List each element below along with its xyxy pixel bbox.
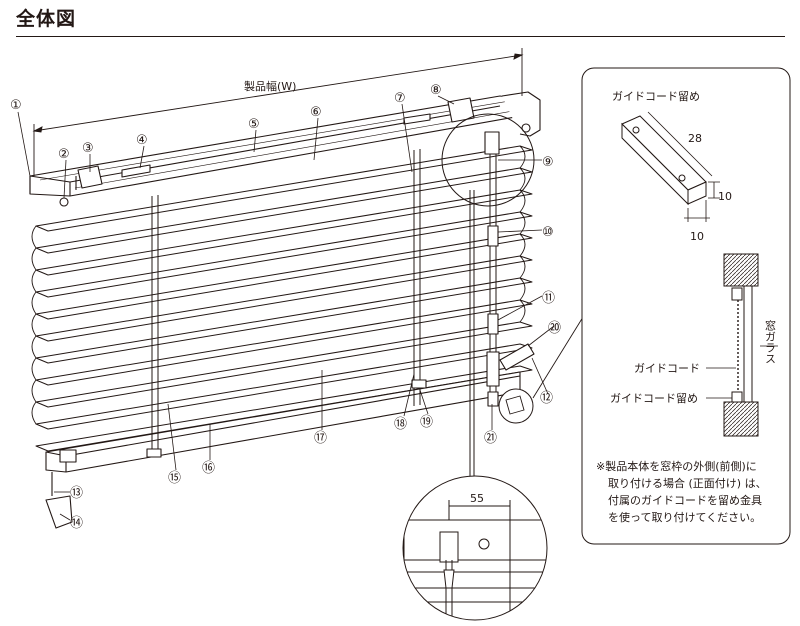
- inset-panel: ガイドコード留め 28 10 10 窓ガラス ガイドコード ガイドコード留め: [581, 67, 791, 545]
- callout-4: ④: [136, 133, 148, 148]
- callout-12: ⑫: [540, 391, 553, 406]
- callout-19: ⑲: [420, 415, 433, 430]
- callout-20: ⑳: [548, 321, 561, 336]
- callout-labels: ① ② ③ ④ ⑤ ⑥ ⑦ ⑧ ⑨ ⑩ ⑪ ⑫ ⑬ ⑭ ⑮ ⑯ ⑰ ⑱ ⑲ ⑳ …: [10, 83, 561, 531]
- callout-14: ⑭: [70, 516, 83, 531]
- clip-height: 10: [718, 190, 732, 203]
- callout-3: ③: [82, 141, 94, 156]
- detail-dimension: 55: [470, 492, 484, 505]
- width-dimension: [32, 48, 524, 176]
- note-line-3: 付属のガイドコードを留め金具: [608, 494, 762, 507]
- blind-main: [29, 91, 541, 610]
- callout-8: ⑧: [430, 83, 442, 98]
- window-section: [706, 253, 778, 437]
- callout-6: ⑥: [310, 105, 322, 120]
- callout-18: ⑱: [394, 417, 407, 432]
- callout-15: ⑮: [168, 471, 181, 486]
- note-line-2: 取り付ける場合 (正面付け) は、: [608, 477, 767, 490]
- slats: [35, 145, 533, 452]
- width-label: 製品幅(W): [244, 79, 296, 93]
- callout-13: ⑬: [70, 486, 83, 501]
- clip-width: 10: [690, 230, 704, 243]
- guide-cord-clip-label: ガイドコード留め: [610, 392, 698, 405]
- callout-leaders: [17, 95, 555, 521]
- clip-block: [621, 115, 707, 206]
- installation-note: ※製品本体を窓枠の外側(前側)に 取り付ける場合 (正面付け) は、 付属のガイ…: [596, 458, 774, 526]
- page-title: 全体図: [16, 8, 77, 30]
- callout-11: ⑪: [542, 291, 555, 306]
- note-line-4: を使って取り付けてください。: [608, 511, 762, 524]
- callout-16: ⑯: [202, 461, 215, 476]
- callout-9: ⑨: [542, 155, 554, 170]
- window-glass-label: 窓ガラス: [764, 319, 777, 364]
- callout-21: ㉑: [484, 431, 497, 446]
- note-line-1: ※製品本体を窓枠の外側(前側)に: [596, 460, 757, 473]
- callout-1: ①: [10, 98, 22, 113]
- clip-title: ガイドコード留め: [612, 90, 700, 103]
- callout-5: ⑤: [248, 117, 260, 132]
- guide-cord-label: ガイドコード: [634, 362, 700, 375]
- callout-10: ⑩: [542, 225, 554, 240]
- callout-17: ⑰: [314, 431, 327, 446]
- callout-2: ②: [58, 147, 70, 162]
- callout-7: ⑦: [394, 91, 406, 106]
- clip-length: 28: [688, 132, 702, 145]
- title-divider: [16, 36, 785, 37]
